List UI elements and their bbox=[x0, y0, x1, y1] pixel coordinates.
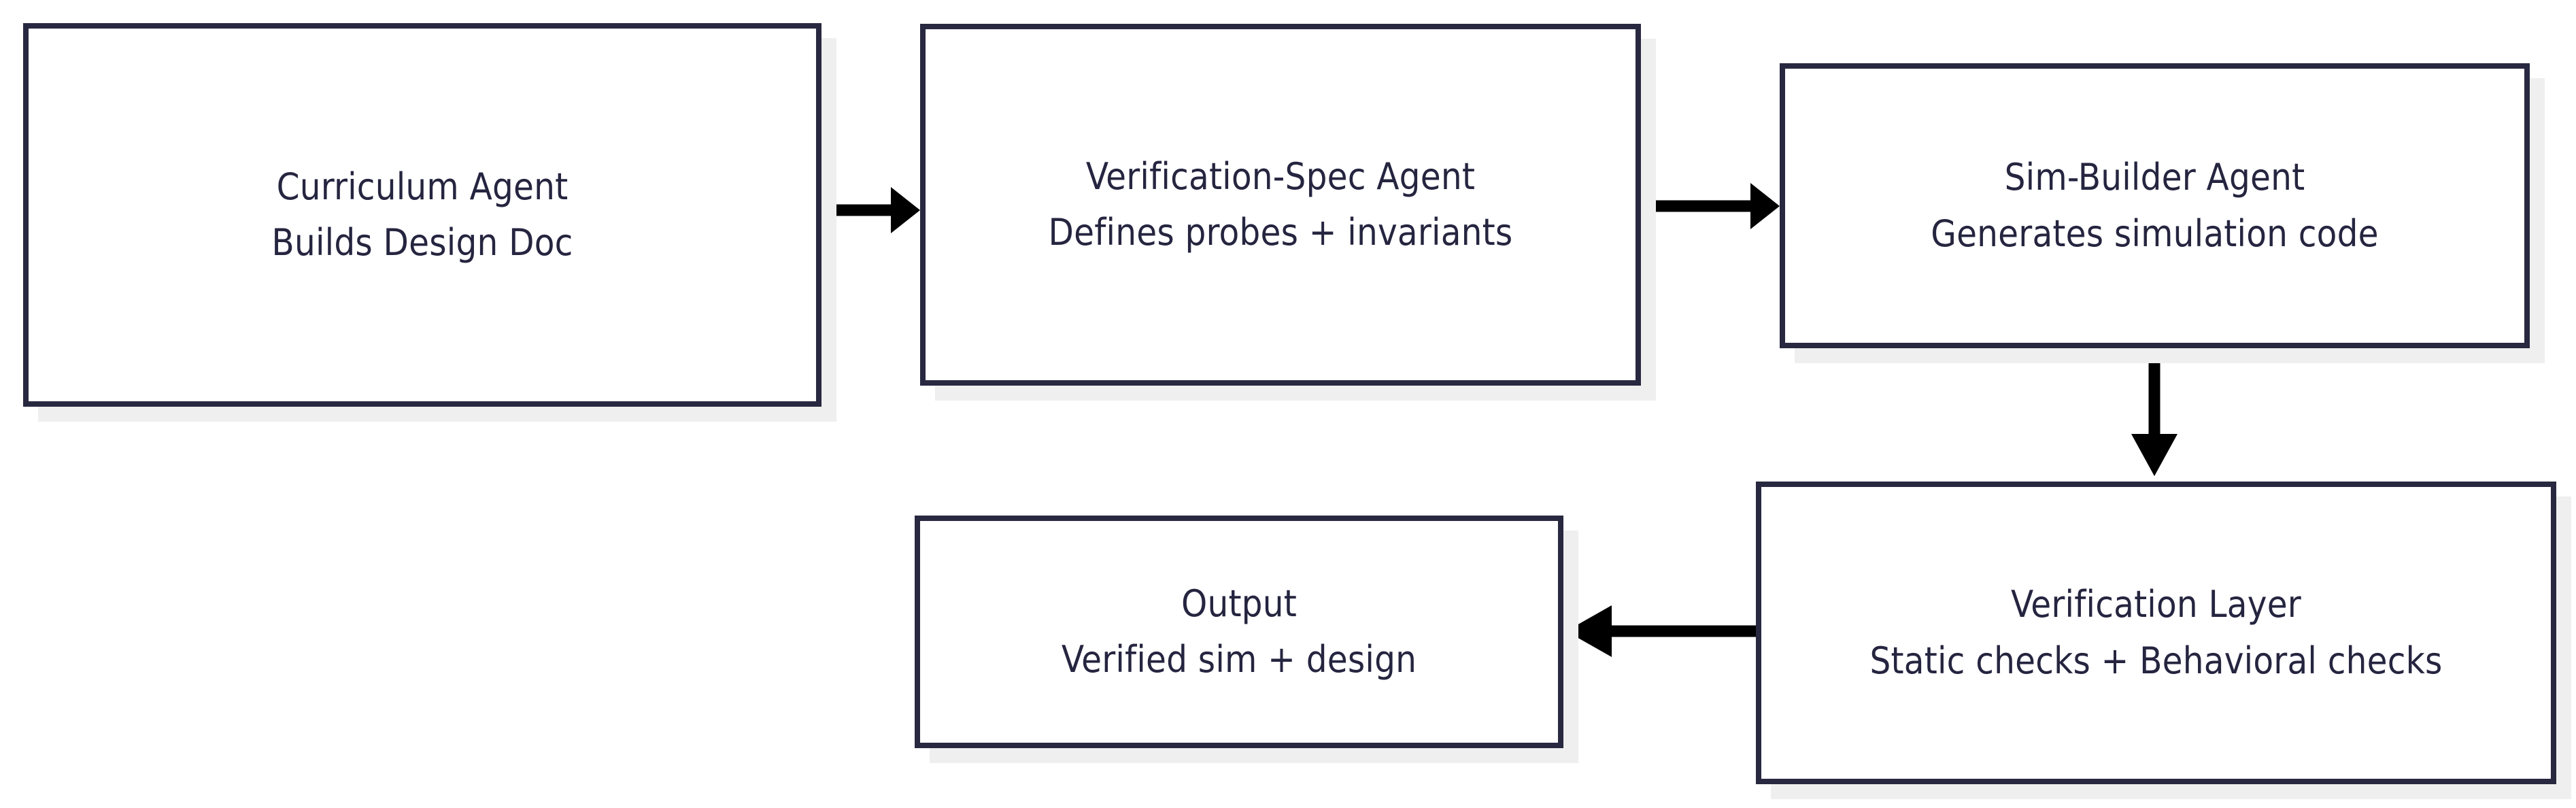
node-curriculum-agent[interactable]: Curriculum Agent Builds Design Doc bbox=[23, 23, 821, 407]
edge-sim-builder-to-verification-layer bbox=[2131, 348, 2177, 476]
node-sim-builder-agent-label: Sim-Builder Agent Generates simulation c… bbox=[1931, 156, 2379, 255]
node-curriculum-agent-label: Curriculum Agent Builds Design Doc bbox=[271, 165, 573, 264]
node-output-label: Output Verified sim + design bbox=[1061, 582, 1417, 681]
node-verification-layer[interactable]: Verification Layer Static checks + Behav… bbox=[1756, 482, 2556, 784]
edge-curriculum-to-verification-spec bbox=[821, 187, 920, 233]
edge-verification-spec-to-sim-builder bbox=[1642, 183, 1780, 229]
node-verification-layer-label: Verification Layer Static checks + Behav… bbox=[1869, 583, 2443, 682]
node-sim-builder-agent[interactable]: Sim-Builder Agent Generates simulation c… bbox=[1780, 63, 2530, 348]
node-verification-spec-agent-label: Verification-Spec Agent Defines probes +… bbox=[1048, 154, 1513, 254]
node-verification-spec-agent[interactable]: Verification-Spec Agent Defines probes +… bbox=[920, 24, 1641, 386]
edge-verification-layer-to-output bbox=[1566, 605, 1756, 657]
node-output[interactable]: Output Verified sim + design bbox=[915, 516, 1563, 748]
